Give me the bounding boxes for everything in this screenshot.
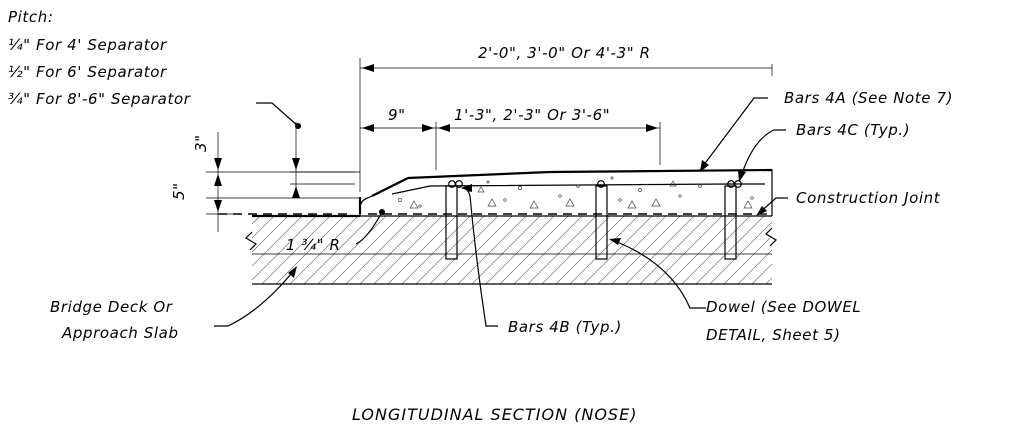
deck-slab (245, 215, 777, 285)
dim-run-label: 1'-3", 2'-3" Or 3'-6" (454, 106, 610, 124)
dowel-callout-line-2: DETAIL, Sheet 5) (706, 326, 841, 344)
pitch-line-1: ¼" For 4' Separator (8, 36, 167, 54)
construction-joint-callout: Construction Joint (796, 189, 941, 207)
bars-4b-callout: Bars 4B (Typ.) (508, 318, 622, 336)
pitch-line-2: ½" For 6' Separator (8, 63, 167, 81)
dim-overall (359, 58, 773, 192)
dim-overall-label: 2'-0", 3'-0" Or 4'-3" R (478, 44, 651, 62)
pitch-heading: Pitch: (8, 8, 54, 26)
dowels (445, 185, 737, 260)
dim-vertical (206, 122, 360, 232)
bars-4c-callout: Bars 4C (Typ.) (796, 121, 910, 139)
dim-nine-label: 9" (388, 106, 406, 124)
dim-five-label: 5" (170, 182, 188, 200)
rebar-circles (448, 180, 742, 188)
deck-callout-line-2: Approach Slab (61, 324, 179, 342)
aggregate-texture (398, 176, 754, 209)
separator-nose (218, 168, 773, 218)
dim-nine-and-run (360, 122, 661, 170)
leaders (214, 97, 788, 327)
dowel-callout-line-1: Dowel (See DOWEL (706, 298, 861, 316)
radius-label: 1 ¾" R (286, 236, 341, 254)
pitch-line-3: ¾" For 8'-6" Separator (8, 90, 191, 108)
deck-callout-line-1: Bridge Deck Or (50, 298, 173, 316)
section-title: LONGITUDINAL SECTION (NOSE) (352, 405, 637, 424)
bars-4a-callout: Bars 4A (See Note 7) (784, 89, 953, 107)
dim-three-label: 3" (192, 134, 210, 152)
